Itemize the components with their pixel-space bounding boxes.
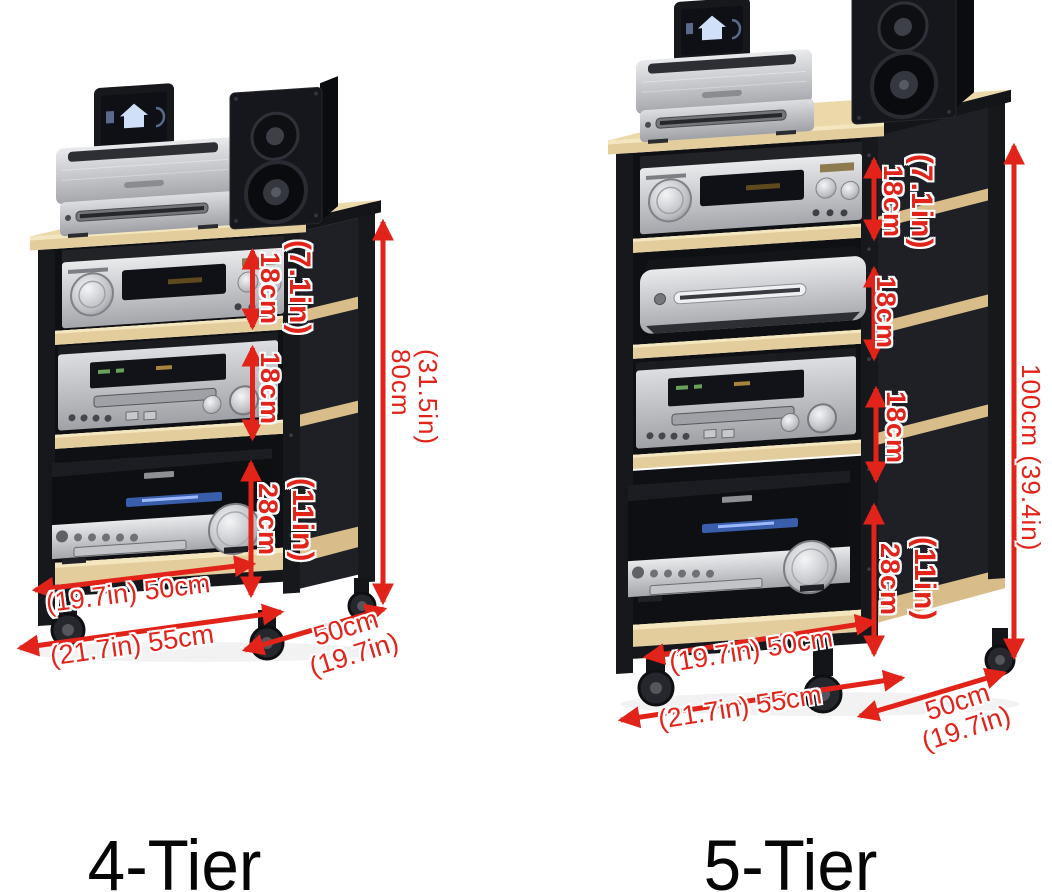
variant-label-5-tier: 5-Tier — [703, 827, 878, 892]
rack5-total-height: 100cm (39.4in) — [1016, 364, 1046, 552]
rack4-back-post — [358, 201, 375, 583]
rack4-shelf2 — [52, 315, 286, 346]
rack5-tier2-height-cm: 18cm — [871, 276, 901, 350]
receiver-tier2 — [62, 235, 284, 329]
rack4-shelf-width-arrow — [31, 555, 257, 599]
rack5-tier3-height-cm: 18cm — [881, 391, 911, 465]
dvd-player-tier3 — [640, 246, 866, 334]
rack5-tier1-height-cm: 18cm — [878, 165, 908, 239]
rack4-total-height-cm: 80cm — [386, 349, 416, 417]
variant-label-4-tier: 4-Tier — [87, 827, 262, 892]
media-center — [56, 83, 236, 239]
rack4-tier2-height-cm: 18cm — [255, 352, 285, 426]
rack4-total-height: (31.5in) 80cm — [386, 349, 443, 446]
bookshelf-speaker — [851, 0, 974, 125]
rack5-tier1-height-in: (7.1in) — [905, 154, 938, 250]
rack4-tier3-height-cm: 28cm — [253, 483, 283, 557]
dimension-arrows — [16, 142, 1026, 729]
amplifier-tier5 — [628, 470, 850, 603]
amplifier-tier4 — [52, 448, 272, 565]
rack-5-tier-illustration — [608, 0, 1016, 714]
rack5-shelf3 — [630, 329, 864, 360]
rack5-tier4-height-cm: 28cm — [875, 543, 905, 617]
rack4-overall-width-arrow — [16, 603, 285, 657]
rack4-depth-arrow — [241, 603, 388, 656]
rack4-total-height-in: (31.5in) — [413, 349, 443, 446]
rack5-shelf-width-arrow — [642, 613, 878, 666]
rack4-tier3-height-in: (11in) — [286, 478, 319, 563]
rack5-shelf4 — [630, 439, 864, 470]
bookshelf-speaker — [229, 76, 338, 230]
house-icon — [120, 103, 148, 129]
rack5-depth-arrow — [856, 667, 1008, 722]
rack4-shelf3 — [52, 419, 286, 450]
rack4-right-post — [283, 232, 300, 594]
rack5-shelf2 — [630, 223, 864, 254]
cd-deck-tier3 — [58, 332, 278, 431]
rack5-side-panel — [878, 102, 1005, 609]
rack4-left-post — [38, 248, 55, 626]
rack4-tier1-height-cm: 18cm — [255, 252, 285, 326]
rack5-tier4-height-in: (11in) — [908, 537, 941, 622]
rack5-back-post — [988, 102, 1005, 580]
rack4-tier1-height-in: (7.1in) — [283, 240, 316, 336]
volume-knob — [70, 272, 114, 317]
media-center — [636, 0, 814, 144]
cd-deck-tier4 — [636, 348, 856, 449]
rack5-overall-width-arrow — [617, 669, 906, 729]
receiver-tier2 — [640, 141, 862, 235]
house-icon — [698, 15, 726, 41]
